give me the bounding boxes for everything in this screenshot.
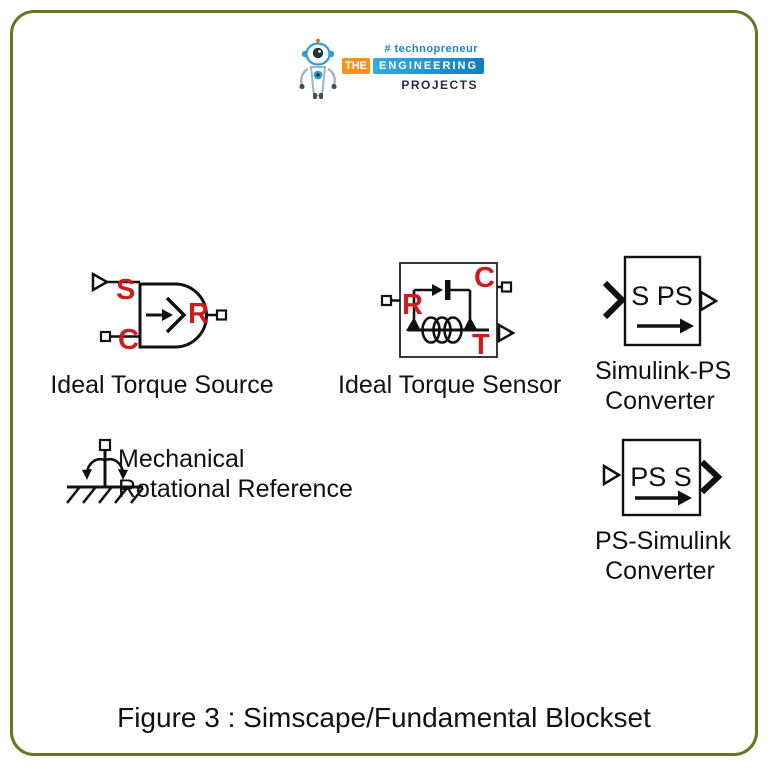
physical-port-icon: [500, 281, 513, 293]
simulink-output-port-icon: [699, 459, 723, 495]
converter-inner-text: S PS: [631, 281, 693, 311]
logo-projects-text: PROJECTS: [401, 78, 478, 92]
ps-simulink-converter-label-line2: Converter: [605, 557, 715, 585]
ps-simulink-converter-label-line1: PS-Simulink: [595, 527, 732, 555]
arrow-icon: [678, 490, 692, 506]
port-label-c: C: [118, 324, 139, 356]
figure-caption: Figure 3 : Simscape/Fundamental Blockset: [117, 702, 651, 733]
ps-simulink-converter-icon: PS S: [602, 438, 723, 517]
simulink-ps-converter-label-line1: Simulink-PS: [595, 357, 732, 385]
logo-the-badge: THE: [342, 58, 370, 74]
port-label-t: T: [472, 329, 490, 361]
ideal-torque-source-icon: S C R: [91, 271, 228, 356]
ideal-torque-sensor-label: Ideal Torque Sensor: [338, 371, 562, 399]
mechanical-rotational-reference-label-line2: Rotational Reference: [118, 475, 353, 503]
physical-port-icon: [99, 330, 112, 343]
mechanical-rotational-reference-label-line1: Mechanical: [118, 445, 245, 473]
logo-tagline: # technopreneur: [384, 43, 478, 55]
robot-logo-icon: [299, 38, 337, 99]
converter-body: [621, 438, 702, 517]
rotation-arrow-icon: [118, 469, 128, 480]
port-label-r: R: [402, 289, 423, 321]
ideal-torque-sensor-icon: R C T: [380, 262, 516, 361]
logo-brand-row: THE ENGINEERING: [342, 58, 485, 74]
node-icon: [406, 317, 421, 331]
port-label-r: R: [188, 298, 209, 330]
physical-input-port-icon: [602, 463, 622, 487]
simulink-ps-converter-label-line2: Converter: [605, 387, 715, 415]
chevron-icon: [165, 296, 187, 334]
simulink-ps-converter-icon: S PS: [602, 255, 719, 347]
logo-engineering-badge: ENGINEERING: [373, 58, 485, 74]
arrow-icon: [162, 309, 173, 321]
simulink-input-port-icon: [602, 280, 627, 320]
physical-output-port-icon: [699, 289, 719, 313]
simulink-output-port-icon: [497, 322, 516, 344]
site-logo: # technopreneur THE ENGINEERING PROJECTS: [298, 38, 490, 104]
physical-port-icon: [215, 309, 228, 321]
damper-icon: [445, 280, 451, 300]
simulink-input-port-icon: [91, 271, 110, 293]
arrow-icon: [680, 318, 694, 334]
arrow-icon: [432, 284, 443, 296]
ideal-torque-source-label: Ideal Torque Source: [50, 371, 274, 399]
physical-port-icon: [380, 294, 393, 307]
port-label-c: C: [474, 262, 495, 294]
node-icon: [463, 317, 478, 331]
port-label-s: S: [116, 274, 135, 306]
converter-inner-text: PS S: [630, 462, 692, 492]
physical-port-icon: [98, 438, 112, 452]
rotation-arrow-icon: [82, 469, 92, 480]
mechanical-rotational-reference-icon: [65, 438, 145, 504]
